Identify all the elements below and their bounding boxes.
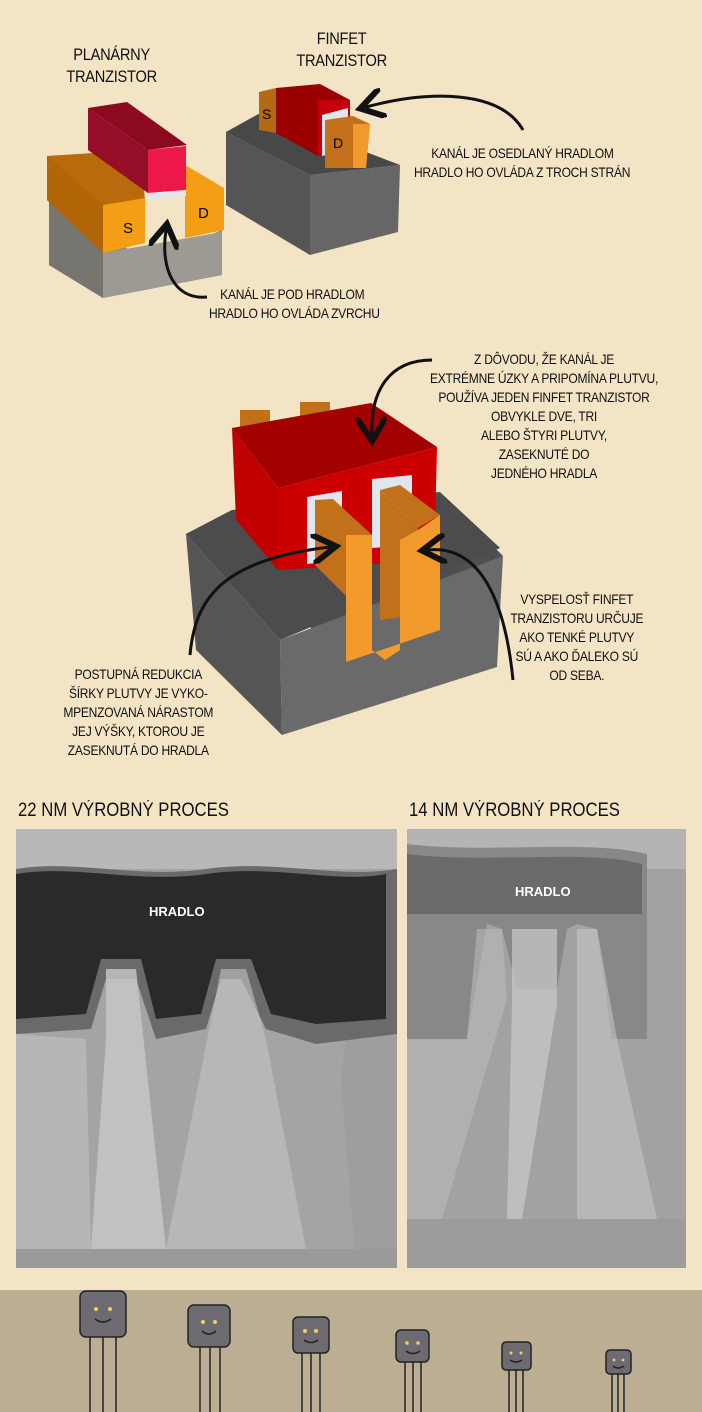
finfet-drain-label: D xyxy=(333,135,343,151)
multi-fin-top-note: Z dôvodu, že kanál jeextrémne úzky a pri… xyxy=(429,351,659,481)
multi-fin-finfet-illustration xyxy=(186,358,515,735)
finfet-title: FinFETtranzistor xyxy=(296,29,387,70)
transistor-diagrams: S D S D xyxy=(47,84,525,735)
micrograph-22nm: HRADLO xyxy=(16,829,397,1268)
transistor-character xyxy=(79,1290,632,1412)
finfet-note: Kanál je osedlaný hradlomhradlo ho ovlád… xyxy=(414,145,631,180)
planar-transistor-illustration: S D xyxy=(47,102,224,299)
multi-fin-left-note: Postupná redukciašírky plutvy je vyko-mp… xyxy=(63,666,214,758)
planar-title: Planárnytranzistor xyxy=(66,45,157,86)
finfet-transistor-illustration: S D xyxy=(226,84,525,255)
planar-source-label: S xyxy=(123,220,133,237)
micrograph-14nm-gate-label: HRADLO xyxy=(515,884,571,899)
multi-fin-right-note: Vyspelosť FinFETtranzistoru určujeako te… xyxy=(510,591,644,683)
micrograph-14nm: HRADLO xyxy=(407,829,686,1268)
planar-note: Kanál je pod hradlomhradlo ho ovláda zvr… xyxy=(209,286,380,321)
micrograph-22nm-title: 22 nm výrobný proces xyxy=(18,800,229,821)
transistor-characters xyxy=(79,1290,632,1412)
micrograph-22nm-gate-label: HRADLO xyxy=(149,904,205,919)
finfet-source-label: S xyxy=(262,106,271,122)
micrograph-14nm-title: 14 nm výrobný proces xyxy=(409,800,620,821)
planar-drain-label: D xyxy=(198,205,209,222)
